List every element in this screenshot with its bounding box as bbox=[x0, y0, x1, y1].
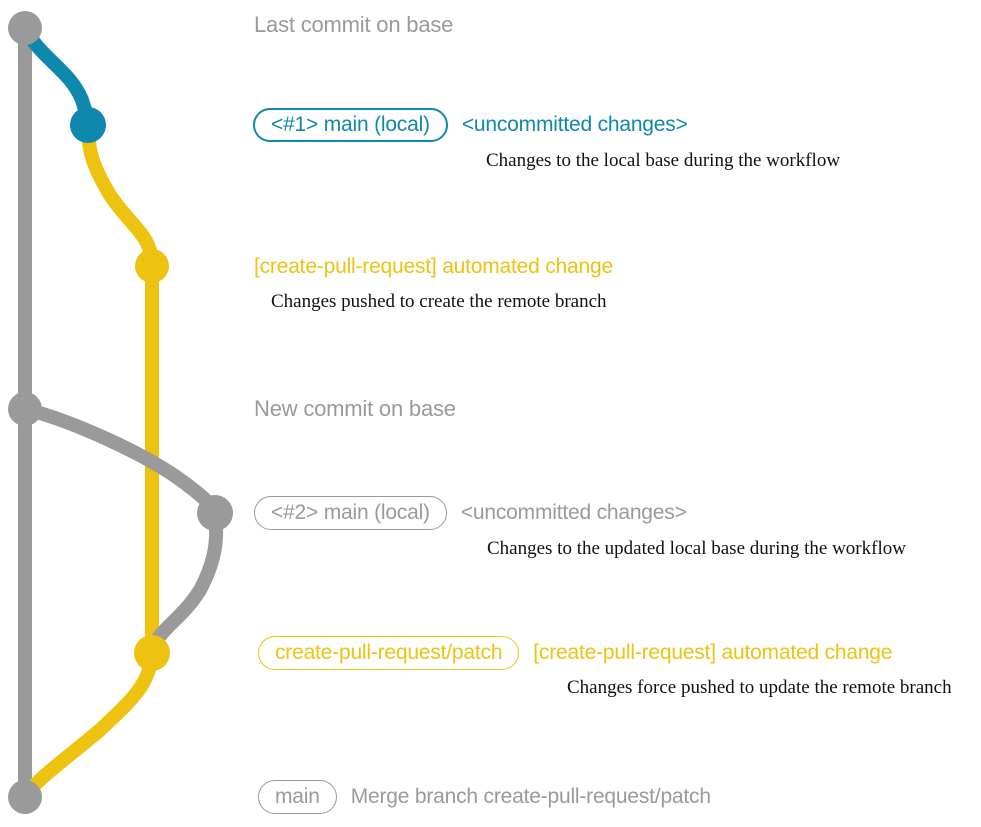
row-local-change-2-header: <#2> main (local) <uncommitted changes> bbox=[254, 496, 906, 530]
row-automated-change-2: create-pull-request/patch [create-pull-r… bbox=[258, 636, 952, 701]
row-local-change-2: <#2> main (local) <uncommitted changes> … bbox=[254, 496, 906, 562]
commit-description-local-change-1: Changes to the local base during the wor… bbox=[486, 150, 841, 171]
commit-node-new-commit-on-base bbox=[8, 392, 42, 426]
label-new-commit-on-base: New commit on base bbox=[254, 396, 456, 421]
branch-pill-main-local-2[interactable]: <#2> main (local) bbox=[254, 496, 447, 530]
commit-description-automated-change-1: Changes pushed to create the remote bran… bbox=[271, 291, 607, 312]
row-merge-commit: main Merge branch create-pull-request/pa… bbox=[258, 780, 711, 814]
row-last-commit-on-base: Last commit on base bbox=[254, 12, 453, 38]
commit-node-remote-commit-2 bbox=[134, 635, 170, 671]
row-local-change-1: <#1> main (local) <uncommitted changes> … bbox=[253, 108, 840, 174]
commit-node-local-commit-2 bbox=[197, 495, 233, 531]
commit-message-local-change-1: <uncommitted changes> bbox=[461, 113, 688, 136]
edge-remote-2-to-merge bbox=[18, 646, 159, 804]
edge-local-1-to-remote-lane bbox=[81, 118, 159, 660]
label-last-commit-on-base: Last commit on base bbox=[254, 12, 454, 37]
commit-node-local-commit-1 bbox=[70, 107, 106, 143]
row-new-commit-on-base: New commit on base bbox=[254, 396, 456, 422]
row-automated-change-2-header: create-pull-request/patch [create-pull-r… bbox=[258, 636, 952, 670]
edge-base-to-local-2-to-remote-2 bbox=[18, 402, 224, 660]
commit-node-remote-commit-1 bbox=[135, 249, 169, 283]
row-automated-change-1: [create-pull-request] automated change C… bbox=[254, 250, 613, 315]
commit-description-local-change-2: Changes to the updated local base during… bbox=[487, 538, 906, 559]
branch-pill-main[interactable]: main bbox=[258, 780, 337, 814]
commit-message-automated-change-1: [create-pull-request] automated change bbox=[254, 255, 613, 278]
commit-message-local-change-2: <uncommitted changes> bbox=[460, 501, 687, 524]
commit-node-merge-commit bbox=[8, 780, 42, 814]
branch-pill-main-local-1[interactable]: <#1> main (local) bbox=[253, 108, 448, 142]
branch-pill-create-pull-request-patch[interactable]: create-pull-request/patch bbox=[258, 636, 520, 670]
commit-description-automated-change-2: Changes force pushed to update the remot… bbox=[567, 677, 952, 698]
commit-message-automated-change-2: [create-pull-request] automated change bbox=[533, 641, 893, 664]
row-local-change-1-header: <#1> main (local) <uncommitted changes> bbox=[253, 108, 840, 142]
commit-message-merge-commit: Merge branch create-pull-request/patch bbox=[350, 785, 711, 808]
commit-node-last-commit-on-base bbox=[8, 11, 42, 45]
